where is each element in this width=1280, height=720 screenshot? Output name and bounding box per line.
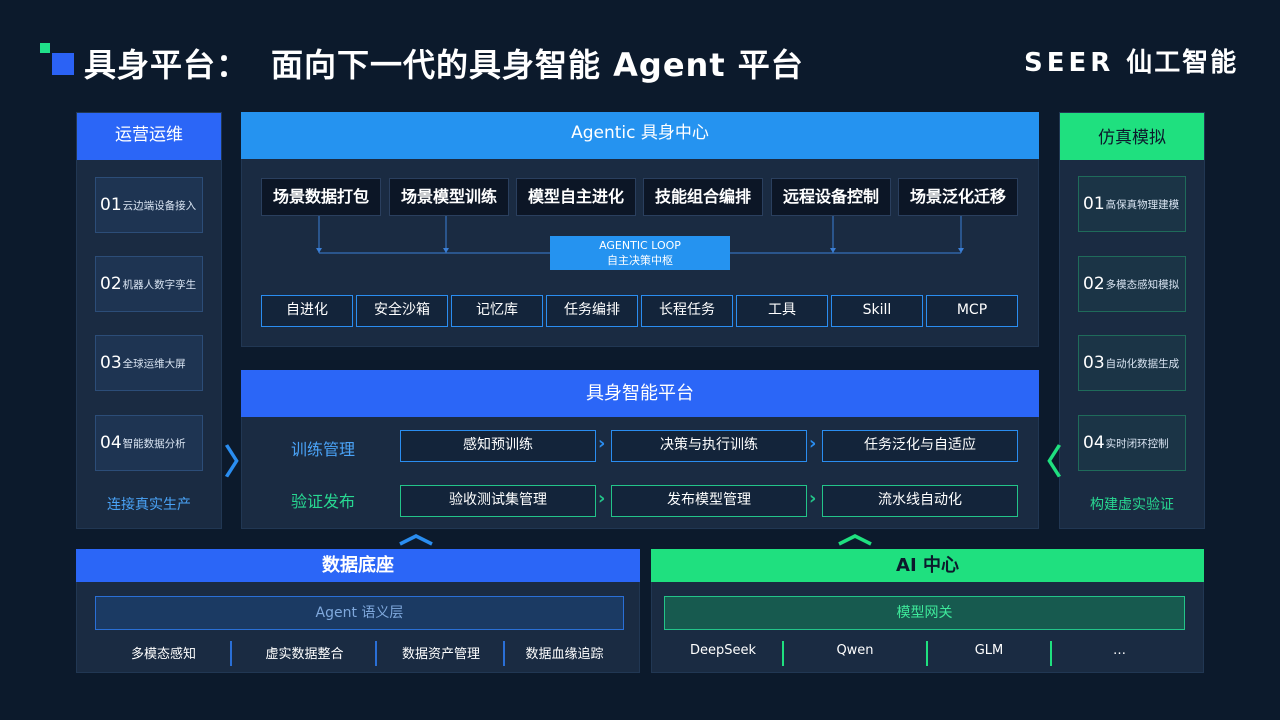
model-qwen: Qwen: [836, 643, 874, 658]
left-panel-title: 运营运维: [77, 113, 221, 160]
step-perception-pretraining: 感知预训练: [400, 430, 596, 462]
module-memory: 记忆库: [451, 295, 543, 327]
agent-semantic-layer: Agent 语义层: [95, 596, 624, 630]
chevron-right-icon: 〉: [224, 443, 258, 483]
left-item-label: 智能数据分析: [122, 437, 186, 450]
right-panel-footer: 构建虚实验证: [1090, 497, 1174, 513]
data-item-virtual-real-integration: 虚实数据整合: [265, 647, 344, 662]
capability-scene-model-training: 场景模型训练: [389, 178, 509, 216]
right-item-label: 高保真物理建模: [1105, 198, 1180, 211]
left-item-num: 02: [100, 274, 122, 294]
chevron-up-icon: [399, 534, 433, 546]
arrow-right-icon: ›: [598, 433, 606, 454]
step-acceptance-test-management: 验收测试集管理: [400, 485, 596, 517]
title-prefix: 具身平台：: [84, 46, 250, 84]
logo-square-blue: [52, 53, 74, 75]
module-long-horizon-task: 长程任务: [641, 295, 733, 327]
divider: [230, 641, 232, 666]
brand-logo: SEER 仙工智能: [1024, 42, 1238, 79]
module-skill: Skill: [831, 295, 923, 327]
logo-square-green: [40, 43, 50, 53]
arrow-right-icon: ›: [598, 488, 606, 509]
agentic-center-title: Agentic 具身中心: [241, 112, 1039, 159]
left-item-num: 03: [100, 353, 122, 373]
data-base-title: 数据底座: [76, 549, 640, 582]
capability-skill-orchestration: 技能组合编排: [643, 178, 763, 216]
left-item-num: 01: [100, 195, 122, 215]
left-panel-footer: 连接真实生产: [107, 497, 191, 513]
right-item-num: 02: [1083, 274, 1105, 294]
module-mcp: MCP: [926, 295, 1018, 327]
row-label-validation: 验证发布: [291, 492, 356, 511]
page-title: 具身平台： 面向下一代的具身智能 Agent 平台: [84, 40, 804, 86]
row-label-training: 训练管理: [291, 440, 356, 459]
module-self-evolution: 自进化: [261, 295, 353, 327]
agentic-loop-hub: AGENTIC LOOP 自主决策中枢: [550, 236, 730, 270]
right-item-num: 03: [1083, 353, 1105, 373]
title-main: 面向下一代的具身智能 Agent 平台: [271, 46, 804, 84]
ai-center-title: AI 中心: [651, 549, 1204, 582]
divider: [375, 641, 377, 666]
brand-name: 仙工智能: [1126, 48, 1239, 78]
module-task-orchestration: 任务编排: [546, 295, 638, 327]
data-item-lineage-tracking: 数据血缘追踪: [525, 647, 604, 662]
module-security-sandbox: 安全沙箱: [356, 295, 448, 327]
step-release-model-management: 发布模型管理: [611, 485, 807, 517]
right-panel-title: 仿真模拟: [1060, 113, 1204, 160]
model-deepseek: DeepSeek: [689, 643, 757, 658]
capability-scene-data-packaging: 场景数据打包: [261, 178, 381, 216]
divider: [782, 641, 784, 666]
data-item-asset-management: 数据资产管理: [401, 647, 480, 662]
right-item-label: 自动化数据生成: [1105, 357, 1180, 370]
data-item-multimodal-perception: 多模态感知: [130, 647, 196, 662]
agentic-loop-title: AGENTIC LOOP: [599, 239, 681, 252]
chevron-left-icon: 〈: [1028, 443, 1062, 483]
divider: [1050, 641, 1052, 666]
left-item-label: 全球运维大屏: [122, 357, 186, 370]
right-item-num: 01: [1083, 194, 1105, 214]
model-glm: GLM: [974, 643, 1004, 658]
capability-scene-generalization: 场景泛化迁移: [898, 178, 1018, 216]
step-decision-execution-training: 决策与执行训练: [611, 430, 807, 462]
right-item-label: 实时闭环控制: [1105, 437, 1169, 450]
step-task-generalization: 任务泛化与自适应: [822, 430, 1018, 462]
step-pipeline-automation: 流水线自动化: [822, 485, 1018, 517]
left-item-label: 云边端设备接入: [122, 199, 197, 212]
divider: [503, 641, 505, 666]
agentic-loop-subtitle: 自主决策中枢: [607, 254, 673, 267]
platform-title: 具身智能平台: [241, 370, 1039, 417]
capability-remote-device-control: 远程设备控制: [771, 178, 891, 216]
model-more-ellipsis: …: [1113, 643, 1126, 658]
chevron-up-icon: [838, 534, 872, 546]
divider: [926, 641, 928, 666]
left-item-num: 04: [100, 433, 122, 453]
right-item-num: 04: [1083, 433, 1105, 453]
model-gateway: 模型网关: [664, 596, 1185, 630]
arrow-right-icon: ›: [809, 488, 817, 509]
brand-seer: SEER: [1024, 48, 1115, 78]
module-tools: 工具: [736, 295, 828, 327]
capability-model-self-evolution: 模型自主进化: [516, 178, 636, 216]
right-item-label: 多模态感知模拟: [1105, 278, 1180, 291]
arrow-right-icon: ›: [809, 433, 817, 454]
left-item-label: 机器人数字孪生: [122, 278, 197, 291]
